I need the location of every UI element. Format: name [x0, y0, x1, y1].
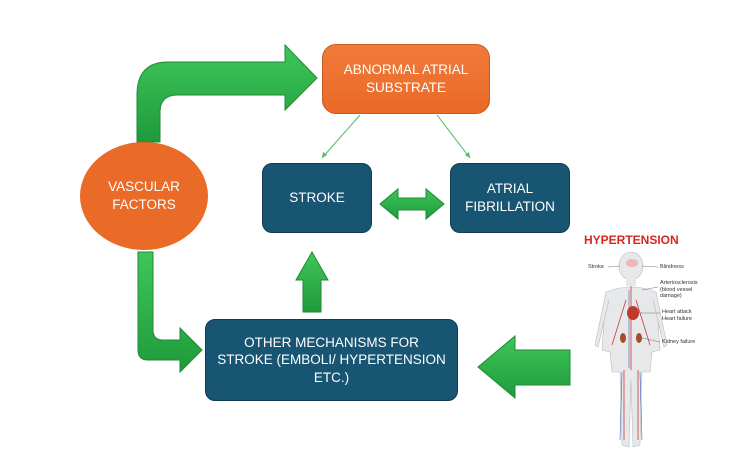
vascular-factors-label: VASCULAR FACTORS	[108, 179, 180, 212]
stroke-label: STROKE	[289, 190, 345, 206]
illustration-label-heart: Heart attack Heart failure	[662, 309, 692, 322]
arrow-vascular-to-other	[137, 251, 203, 374]
stroke-node: STROKE	[262, 163, 372, 233]
thin-arrow-substrate-to-stroke	[321, 114, 361, 159]
arrow-vascular-to-substrate	[136, 43, 318, 143]
vascular-factors-node: VASCULAR FACTORS	[80, 142, 208, 250]
illustration-label-arteriosclerosis: Arteriosclerosis (blood vessel damage)	[660, 280, 698, 300]
hypertension-title: HYPERTENSION	[584, 233, 679, 247]
abnormal-atrial-substrate-label: ABNORMAL ATRIAL SUBSTRATE	[343, 62, 469, 95]
other-mechanisms-label: OTHER MECHANISMS FOR STROKE (EMBOLI/ HYP…	[217, 334, 446, 385]
arrow-other-to-stroke	[295, 250, 329, 313]
atrial-fibrillation-node: ATRIAL FIBRILLATION	[450, 163, 570, 233]
arrow-hypertension-to-other	[477, 334, 571, 400]
illustration-label-stroke: Stroke	[588, 264, 604, 270]
illustration-label-kidney: Kidney failure	[662, 339, 696, 345]
other-mechanisms-node: OTHER MECHANISMS FOR STROKE (EMBOLI/ HYP…	[205, 319, 458, 401]
human-body-illustration	[594, 251, 668, 448]
thin-arrowhead-af	[465, 152, 470, 158]
atrial-fibrillation-label: ATRIAL FIBRILLATION	[465, 181, 555, 214]
illustration-label-blindness: Blindness	[660, 264, 684, 270]
thin-arrow-substrate-to-af	[436, 114, 471, 159]
abnormal-atrial-substrate-node: ABNORMAL ATRIAL SUBSTRATE	[322, 44, 490, 114]
arrow-stroke-af-bidirectional	[379, 187, 445, 221]
thin-arrowhead-stroke	[322, 152, 327, 158]
